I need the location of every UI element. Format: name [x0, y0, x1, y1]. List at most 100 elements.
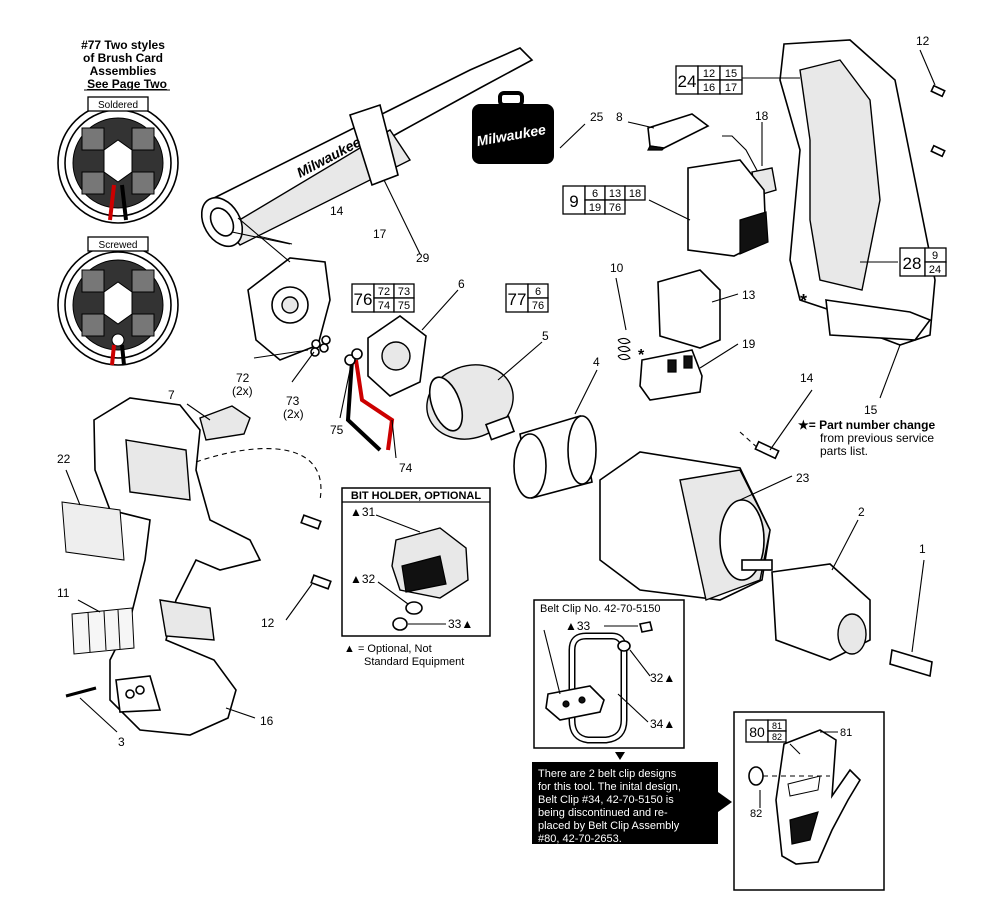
optional-legend-line2: Standard Equipment — [364, 656, 464, 668]
callout-17: 17 — [373, 227, 387, 241]
callout-73-qty: (2x) — [283, 407, 304, 421]
group-77-a: 6 — [535, 286, 541, 298]
brush-card-note: #77 Two styles of Brush Card Assemblies … — [81, 38, 170, 91]
callout-2: 2 — [858, 505, 865, 519]
motor-parts — [247, 235, 597, 499]
callout-25: 25 — [590, 110, 604, 124]
group-76-b: 73 — [398, 286, 410, 298]
part-change-line2: from previous service — [820, 431, 934, 445]
group-24-d: 17 — [725, 82, 737, 94]
belt-clip-32: 32▲ — [650, 671, 675, 685]
callout-1: 1 — [919, 542, 926, 556]
group-76-d: 75 — [398, 300, 410, 312]
belt-clip-33: ▲33 — [565, 619, 591, 633]
group-24-c: 16 — [703, 82, 715, 94]
callout-12-mid: 12 — [261, 616, 275, 630]
group-box-76: 76 72 73 74 75 — [351, 283, 415, 313]
housing-left — [61, 397, 332, 736]
optional-legend-line1: ▲ = Optional, Not — [344, 643, 432, 655]
group-24-main: 24 — [678, 72, 697, 91]
belt-note-line1: There are 2 belt clip designs — [538, 768, 677, 780]
group-9-b: 13 — [609, 188, 621, 200]
brush-note-line2: of Brush Card — [83, 51, 163, 65]
group-9-e: 76 — [609, 202, 621, 214]
group-77-main: 77 — [508, 290, 527, 309]
switch-parts: * — [617, 269, 721, 401]
callout-14-left: 14 — [330, 204, 344, 218]
group-80-main: 80 — [749, 724, 765, 740]
group-76-c: 74 — [378, 300, 390, 312]
group-24-b: 15 — [725, 68, 737, 80]
callout-14-right: 14 — [800, 371, 814, 385]
belt-clip-panel: Belt Clip No. 42-70-5150 ▲33 32▲ 34▲ — [533, 599, 685, 760]
carrying-case: Milwaukee — [472, 91, 554, 164]
group-76-main: 76 — [354, 290, 373, 309]
part-change-line1: ★= Part number change — [798, 418, 935, 432]
group-28-b: 24 — [929, 264, 941, 276]
brush-note-line1: #77 Two styles — [81, 38, 165, 52]
group-box-9: 9 6 13 18 19 76 — [562, 185, 646, 215]
callout-75: 75 — [330, 423, 344, 437]
callout-81: 81 — [840, 727, 852, 739]
belt-note-line5: placed by Belt Clip Assembly — [538, 820, 680, 832]
callout-8: 8 — [616, 110, 623, 124]
brush-note-line4: See Page Two — [87, 77, 167, 91]
callout-82: 82 — [750, 808, 762, 820]
group-box-28: 28 9 24 — [899, 247, 947, 277]
soldered-label: Soldered — [98, 100, 138, 111]
group-28-a: 9 — [932, 250, 938, 262]
belt-note-line4: being discontinued and re- — [538, 807, 668, 819]
callout-73: 73 — [286, 394, 300, 408]
group-28-main: 28 — [903, 254, 922, 273]
part-change-line3: parts list. — [820, 444, 868, 458]
callout-18: 18 — [755, 109, 769, 123]
group-box-24: 24 12 15 16 17 — [675, 65, 743, 95]
group-77-b: 76 — [532, 300, 544, 312]
star-marker-15: * — [800, 291, 807, 311]
callout-15: 15 — [864, 403, 878, 417]
screwed-label: Screwed — [99, 240, 138, 251]
belt-note-line2: for this tool. The inital design, — [538, 781, 681, 793]
bit-holder-32: ▲32 — [350, 572, 376, 586]
group-9-c: 18 — [629, 188, 641, 200]
brush-card-soldered: Soldered — [57, 96, 179, 224]
belt-clip-assembly-panel: 80 81 82 81 82 — [733, 711, 885, 891]
callout-6: 6 — [458, 277, 465, 291]
callout-13: 13 — [742, 288, 756, 302]
belt-note-line3: Belt Clip #34, 42-70-5150 is — [538, 794, 674, 806]
star-marker-19: * — [638, 347, 645, 364]
brush-card-screwed: Screwed — [57, 236, 179, 366]
leader-lines — [65, 49, 936, 733]
belt-note-line6: #80, 42-70-2653. — [538, 833, 622, 845]
callout-7: 7 — [168, 388, 175, 402]
callout-19: 19 — [742, 337, 756, 351]
group-76-a: 72 — [378, 286, 390, 298]
part-change-note: ★= Part number change from previous serv… — [798, 418, 935, 458]
belt-note-box: There are 2 belt clip designs for this t… — [532, 762, 732, 845]
callout-numbers: 12 25 8 18 14 17 29 10 6 13 5 19 4 72 (2… — [57, 34, 930, 749]
bit-holder-33: 33▲ — [448, 617, 473, 631]
belt-clip-title: Belt Clip No. 42-70-5150 — [540, 603, 660, 615]
bit-holder-31: ▲31 — [350, 505, 376, 519]
callout-22: 22 — [57, 452, 71, 466]
callout-5: 5 — [542, 329, 549, 343]
bit-holder-panel: BIT HOLDER, OPTIONAL ▲31 ▲32 33▲ ▲ = Opt… — [341, 487, 491, 668]
callout-12-top: 12 — [916, 34, 930, 48]
top-right-parts: * — [647, 39, 946, 346]
callout-29: 29 — [416, 251, 430, 265]
bit-holder-title: BIT HOLDER, OPTIONAL — [351, 490, 481, 502]
callout-3: 3 — [118, 735, 125, 749]
group-9-main: 9 — [569, 192, 578, 211]
brush-note-line3: Assemblies — [90, 64, 157, 78]
callout-72: 72 — [236, 371, 250, 385]
group-80-b: 82 — [772, 732, 782, 742]
group-box-77: 77 6 76 — [505, 283, 549, 313]
side-handle: Milwaukee — [200, 47, 534, 248]
belt-clip-34: 34▲ — [650, 717, 675, 731]
callout-10: 10 — [610, 261, 624, 275]
callout-11: 11 — [57, 586, 70, 600]
group-9-d: 19 — [589, 202, 601, 214]
callout-23: 23 — [796, 471, 810, 485]
